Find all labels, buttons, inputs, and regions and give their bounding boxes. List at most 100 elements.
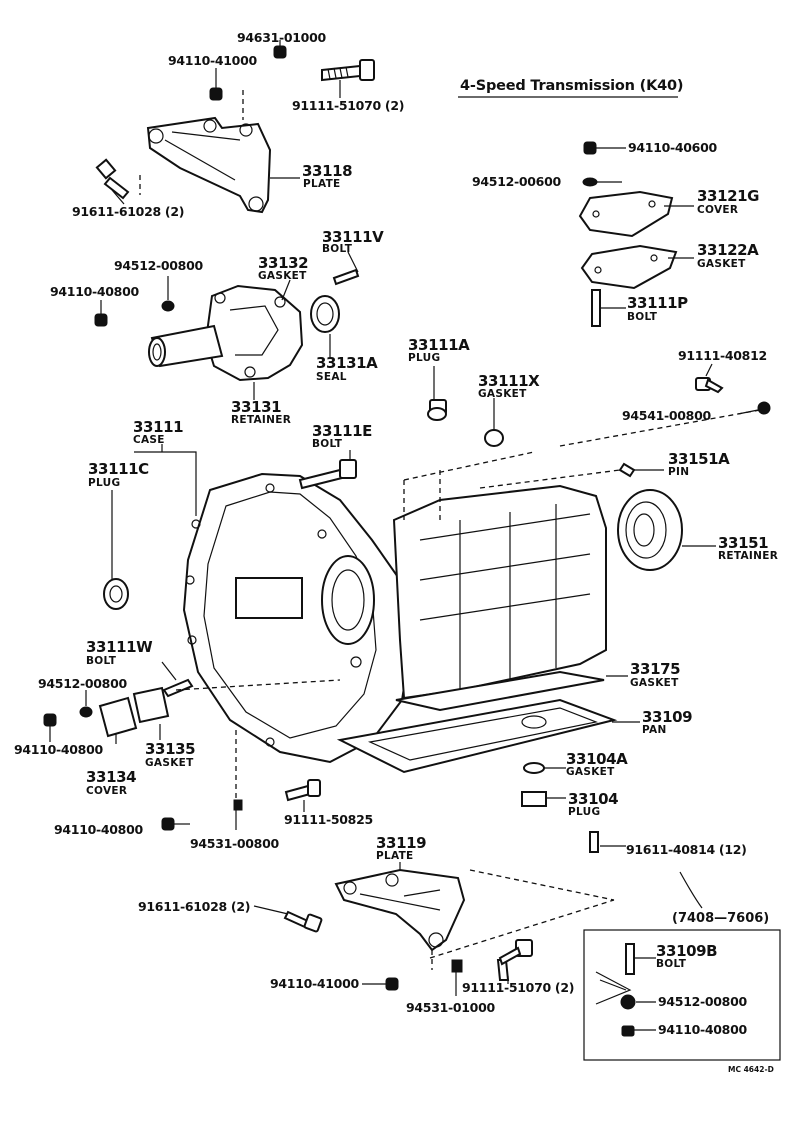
caption-33175: GASKET [630, 677, 679, 689]
mount-plate-33118-drawing [146, 116, 272, 214]
caption-33118: PLATE [303, 178, 341, 190]
caption-33111A: PLUG [408, 352, 440, 364]
label-94110-40800-c: 94110-40800 [54, 822, 143, 837]
caption-33104A: GASKET [566, 766, 615, 778]
caption-33111W: BOLT [86, 655, 117, 667]
bolt-91611-40814-shape [589, 831, 599, 853]
label-33111A: 33111A [408, 336, 470, 354]
label-94512-00800-c: 94512-00800 [658, 994, 747, 1009]
washer-94512-00800-b-shape [79, 706, 93, 718]
caption-33111V: BOLT [322, 243, 353, 255]
label-94110-41000-bottom: 94110-41000 [270, 976, 359, 991]
seal-33131A-shape [310, 295, 340, 333]
gasket-33111X-shape [484, 429, 504, 447]
cover-33121G-shape [578, 190, 674, 238]
label-33135: 33135 [145, 740, 195, 758]
plug-33111C-shape [103, 578, 129, 610]
label-33111P: 33111P [627, 294, 688, 312]
label-94541-00800: 94541-00800 [622, 408, 711, 423]
label-33104A: 33104A [566, 750, 628, 768]
label-33132: 33132 [258, 254, 308, 272]
label-91611-40814: 91611-40814 (12) [626, 842, 747, 857]
label-94531-01000: 94531-01000 [406, 1000, 495, 1015]
caption-33135: GASKET [145, 757, 194, 769]
nut-94110-41000-shape [209, 87, 223, 101]
label-33109: 33109 [642, 708, 692, 726]
label-94512-00800-b: 94512-00800 [38, 676, 127, 691]
label-94110-40800-a: 94110-40800 [50, 284, 139, 299]
diagram-title: 4-Speed Transmission (K40) [460, 78, 683, 94]
callout-labels: 94631-01000 94110-41000 91111-51070 (2) … [14, 30, 778, 1074]
bolt-33111V-shape [332, 268, 360, 286]
label-33122A: 33122A [697, 241, 759, 259]
caption-33109B: BOLT [656, 958, 687, 970]
gasket-33104A-shape [523, 762, 545, 774]
leader-lines [49, 40, 759, 1031]
bolt-91111-51070-top-shape [321, 59, 375, 82]
caption-33134: COVER [86, 785, 127, 797]
caption-33111C: PLUG [88, 477, 120, 489]
caption-33111X: GASKET [478, 388, 527, 400]
label-33111X: 33111X [478, 372, 540, 390]
caption-33119: PLATE [376, 850, 414, 862]
bolt-91111-40812-shape [695, 377, 724, 394]
label-33111W: 33111W [86, 638, 153, 656]
label-33119: 33119 [376, 834, 426, 852]
nut-94110-40600-shape [583, 141, 597, 155]
inset-flange-detail [595, 971, 632, 1005]
label-94110-40800-d: 94110-40800 [658, 1022, 747, 1037]
label-33118: 33118 [302, 162, 352, 180]
caption-33121G: COVER [697, 204, 738, 216]
label-33111: 33111 [133, 418, 183, 436]
label-91111-50825: 91111-50825 [284, 812, 373, 827]
nut-94110-41000-bottom-shape [385, 977, 399, 991]
caption-33131: RETAINER [231, 414, 291, 426]
caption-33122A: GASKET [697, 258, 746, 270]
nut-94110-40800-a-shape [94, 313, 108, 327]
caption-33131A: SEAL [316, 371, 347, 383]
label-94110-40800-b: 94110-40800 [14, 742, 103, 757]
label-33131: 33131 [231, 398, 281, 416]
caption-33109: PAN [642, 724, 667, 736]
label-94512-00600: 94512-00600 [472, 174, 561, 189]
drawing-code: MC 4642-D [728, 1065, 774, 1074]
retainer-33151-shape [617, 489, 683, 571]
label-33175: 33175 [630, 660, 680, 678]
washer-94541-00800-shape [757, 401, 771, 415]
washer-94512-00600-shape [582, 177, 598, 187]
label-91111-51070-bottom: 91111-51070 (2) [462, 980, 574, 995]
label-33121G: 33121G [697, 187, 759, 205]
label-91611-61028-top: 91611-61028 (2) [72, 204, 184, 219]
label-94531-00800: 94531-00800 [190, 836, 279, 851]
pin-33151A-shape [618, 462, 636, 478]
cover-33134-shape [98, 696, 138, 738]
label-94631-01000: 94631-01000 [237, 30, 326, 45]
mount-plate-33119-drawing [334, 868, 466, 952]
label-33151A: 33151A [668, 450, 730, 468]
bolt-91111-50825-shape [284, 779, 321, 802]
variant-inset-box [583, 929, 781, 1061]
label-94110-41000-top: 94110-41000 [168, 53, 257, 68]
gasket-33122A-shape [580, 244, 678, 290]
plug-33111A-shape [427, 399, 447, 421]
bolt-33111E-shape [298, 459, 357, 490]
gasket-33175-shape [395, 670, 605, 712]
label-33109B: 33109B [656, 942, 717, 960]
label-33111V: 33111V [322, 228, 384, 246]
nut-94110-40800-c-shape [161, 817, 175, 831]
label-33134: 33134 [86, 768, 136, 786]
caption-33151: RETAINER [718, 550, 778, 562]
label-94512-00800-a: 94512-00800 [114, 258, 203, 273]
label-33111E: 33111E [312, 422, 372, 440]
variant-range-label: (7408—7606) [672, 911, 769, 926]
case-33111-drawing [182, 472, 607, 764]
gasket-33135-shape [132, 686, 170, 724]
stud-94531-01000-shape [451, 959, 463, 973]
label-33104: 33104 [568, 790, 618, 808]
caption-33111P: BOLT [627, 311, 658, 323]
label-33151: 33151 [718, 534, 768, 552]
caption-33111E: BOLT [312, 438, 343, 450]
plug-33104-shape [521, 791, 547, 807]
nut-94110-40800-d-shape [621, 1025, 635, 1037]
